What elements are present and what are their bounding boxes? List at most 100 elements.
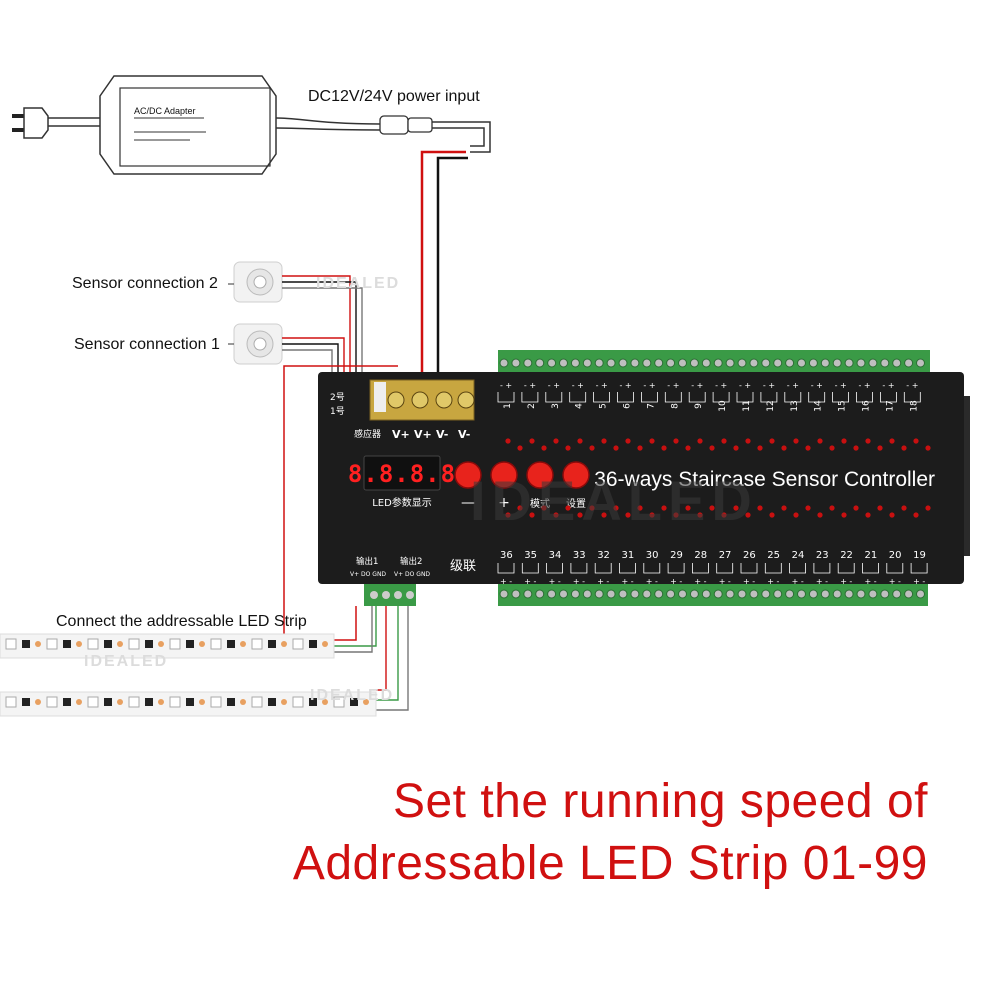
top-channel-number: 10: [718, 400, 728, 412]
channel-led: [517, 445, 523, 451]
terminal-screw: [559, 589, 568, 599]
channel-led: [733, 445, 739, 451]
channel-led: [841, 512, 847, 518]
power-terminal-label: V-: [436, 428, 448, 441]
channel-polarity: + -: [549, 577, 561, 586]
channel-led: [913, 512, 919, 518]
terminal-screw: [820, 358, 830, 368]
channel-bracket: [545, 392, 563, 403]
bottom-channel-number: 26: [743, 550, 756, 561]
bottom-channel-number: 22: [840, 550, 853, 561]
terminal-screw: [535, 589, 545, 599]
channel-polarity: + -: [743, 577, 755, 586]
headline-line-1: Set the running speed of: [392, 775, 928, 828]
channel-polarity: + -: [500, 577, 512, 586]
channel-bracket: [832, 392, 849, 403]
channel-polarity: + -: [573, 577, 585, 586]
strip-resistor: [240, 699, 246, 705]
channel-led: [781, 445, 787, 451]
channel-led: [793, 438, 799, 444]
sensor-1: [233, 323, 283, 365]
sensor-label-2: 2号: [330, 392, 345, 403]
terminal-screw: [713, 358, 723, 368]
channel-bracket: [497, 563, 515, 574]
top-channel-number: 5: [599, 403, 609, 409]
channel-polarity: - +: [739, 381, 751, 390]
terminal-screw: [832, 358, 842, 368]
channel-polarity: - +: [859, 381, 871, 390]
terminal-screw: [737, 589, 747, 599]
terminal-screw: [856, 589, 866, 599]
channel-polarity: + -: [622, 577, 634, 586]
led-strip-1: [0, 633, 335, 659]
terminal-screw: [916, 358, 925, 368]
cascade-label: 级联: [450, 559, 476, 574]
channel-led: [721, 512, 727, 518]
terminal-screw: [868, 589, 878, 599]
strip-led-chip: [128, 696, 140, 708]
channel-bracket: [593, 392, 610, 403]
terminal-screw: [654, 358, 664, 368]
control-button-4[interactable]: [562, 461, 590, 489]
output-label-2: 输出2: [400, 556, 422, 567]
terminal-screw: [547, 589, 557, 599]
channel-led: [541, 445, 547, 451]
bottom-channel-number: 34: [549, 550, 562, 561]
strip-resistor: [281, 699, 287, 705]
channel-bracket: [764, 563, 782, 574]
top-channel-number: 8: [670, 403, 680, 409]
top-channel-number: 14: [814, 400, 824, 412]
control-button-3[interactable]: [526, 461, 554, 489]
channel-led: [757, 445, 763, 451]
channel-led: [901, 445, 907, 451]
strip-led-chip: [292, 696, 304, 708]
channel-led: [649, 438, 655, 444]
top-channel-number: 4: [575, 403, 585, 409]
strip-ic-chip: [309, 640, 317, 648]
channel-led: [685, 505, 691, 511]
channel-bracket: [643, 563, 661, 574]
led-display-caption: LED参数显示: [372, 496, 432, 509]
controller-body: [318, 372, 964, 584]
power-terminal-label: V-: [458, 428, 470, 441]
power-terminal-label: V+: [414, 428, 432, 441]
terminal-screw: [797, 358, 806, 368]
dc-cable: [275, 115, 491, 153]
terminal-screw: [654, 589, 664, 599]
strip-ic-chip: [22, 640, 30, 648]
channel-led: [721, 438, 727, 444]
terminal-screw: [582, 589, 592, 599]
channel-led: [529, 512, 535, 518]
bottom-channel-number: 32: [597, 550, 610, 561]
channel-led: [529, 438, 535, 444]
top-channel-number: 11: [742, 400, 752, 411]
sensor-2: [233, 261, 283, 303]
control-button-2[interactable]: [490, 461, 518, 489]
terminal-screw: [725, 358, 735, 368]
channel-led: [577, 438, 583, 444]
terminal-screw: [642, 589, 652, 599]
channel-bracket: [641, 392, 658, 403]
headline-line-2: Addressable LED Strip 01-99: [292, 837, 928, 890]
channel-led: [901, 505, 907, 511]
bottom-channel-number: 21: [865, 550, 878, 561]
control-button-1[interactable]: [454, 461, 482, 489]
channel-bracket: [813, 563, 831, 574]
channel-bracket: [521, 392, 539, 403]
channel-led: [589, 505, 595, 511]
channel-led: [553, 438, 559, 444]
output-pins-1: V+ DO GND: [350, 571, 386, 578]
channel-polarity: - +: [548, 381, 560, 390]
channel-bracket: [880, 392, 897, 403]
output-label-1: 输出1: [356, 556, 378, 567]
channel-led: [757, 505, 763, 511]
channel-led: [817, 438, 823, 444]
channel-led: [589, 445, 595, 451]
terminal-screw: [666, 358, 676, 368]
channel-polarity: + -: [670, 577, 682, 586]
strip-resistor: [76, 641, 82, 647]
strip-ic-chip: [227, 698, 235, 706]
channel-led: [613, 445, 619, 451]
bottom-channel-number: 25: [767, 550, 780, 561]
